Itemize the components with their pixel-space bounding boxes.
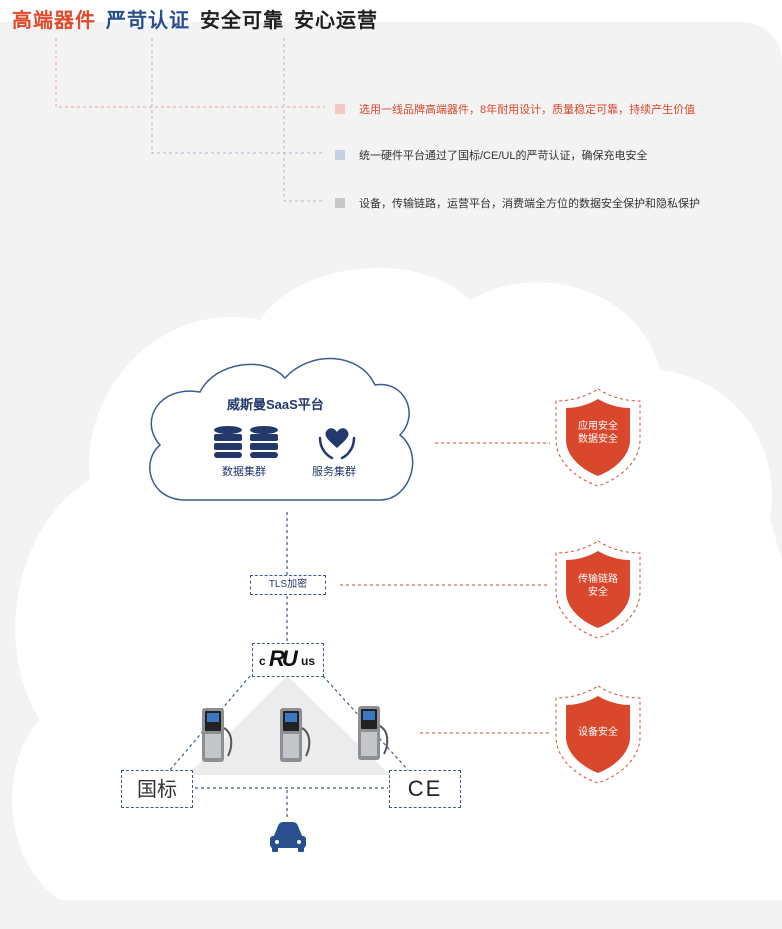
- shield-app-data-security: 应用安全 数据安全: [563, 420, 633, 446]
- gb-certification-box: 国标: [121, 770, 193, 808]
- bullet-square-icon: [335, 198, 345, 208]
- charger-icon: [202, 708, 233, 762]
- title-safe: 安全可靠: [200, 10, 284, 32]
- ce-certification-box: CE: [389, 770, 461, 808]
- database-icon: [214, 426, 278, 458]
- charger-icon: [280, 708, 311, 762]
- feature-text: 选用一线品牌高端器件，8年耐用设计，质量稳定可靠，持续产生价值: [359, 104, 696, 116]
- feature-text: 统一硬件平台通过了国标/CE/UL的严苛认证，确保充电安全: [359, 150, 648, 162]
- charger-icon: [358, 706, 389, 760]
- title-certification: 严苛认证: [106, 10, 190, 32]
- heart-hands-icon: [318, 428, 356, 460]
- shield-line-1: 应用安全: [578, 421, 618, 432]
- shield-line-2: 安全: [588, 587, 608, 598]
- service-cluster-label: 服务集群: [312, 466, 356, 478]
- bullet-square-icon: [335, 150, 345, 160]
- shield-line-1: 设备安全: [578, 727, 618, 738]
- database-cluster-label: 数据集群: [222, 466, 266, 478]
- gb-label: 国标: [137, 777, 177, 801]
- title-operation: 安心运营: [294, 10, 378, 32]
- tls-encryption-label: TLS加密: [268, 579, 308, 590]
- car-icon: [270, 822, 306, 852]
- feature-item-certification: 统一硬件平台通过了国标/CE/UL的严苛认证，确保充电安全: [335, 147, 647, 163]
- ul-certification-box: c RU us: [252, 643, 324, 677]
- ul-c-label: c: [259, 654, 266, 668]
- shield-line-2: 数据安全: [578, 434, 618, 445]
- shield-transport-security: 传输链路 安全: [563, 573, 633, 599]
- tls-encryption-box: TLS加密: [250, 575, 326, 595]
- shield-icon: [555, 685, 641, 784]
- bullet-square-icon: [335, 104, 345, 114]
- shield-icon: [555, 540, 641, 639]
- ul-mark-icon: RU: [269, 646, 298, 671]
- feature-item-data-security: 设备，传输链路，运营平台，消费端全方位的数据安全保护和隐私保护: [335, 195, 700, 211]
- shield-icon: [555, 388, 641, 487]
- platform-cloud: [149, 357, 414, 501]
- feature-text: 设备，传输链路，运营平台，消费端全方位的数据安全保护和隐私保护: [359, 198, 700, 210]
- page-title: 高端器件严苛认证安全可靠安心运营: [12, 4, 388, 33]
- shield-device-security: 设备安全: [563, 726, 633, 739]
- feature-item-components: 选用一线品牌高端器件，8年耐用设计，质量稳定可靠，持续产生价值: [335, 101, 695, 117]
- shield-line-1: 传输链路: [578, 574, 618, 585]
- ce-mark-icon: CE: [407, 776, 443, 801]
- platform-title: 威斯曼SaaS平台: [227, 397, 324, 412]
- title-high-end: 高端器件: [12, 10, 96, 32]
- ul-us-label: us: [301, 654, 316, 668]
